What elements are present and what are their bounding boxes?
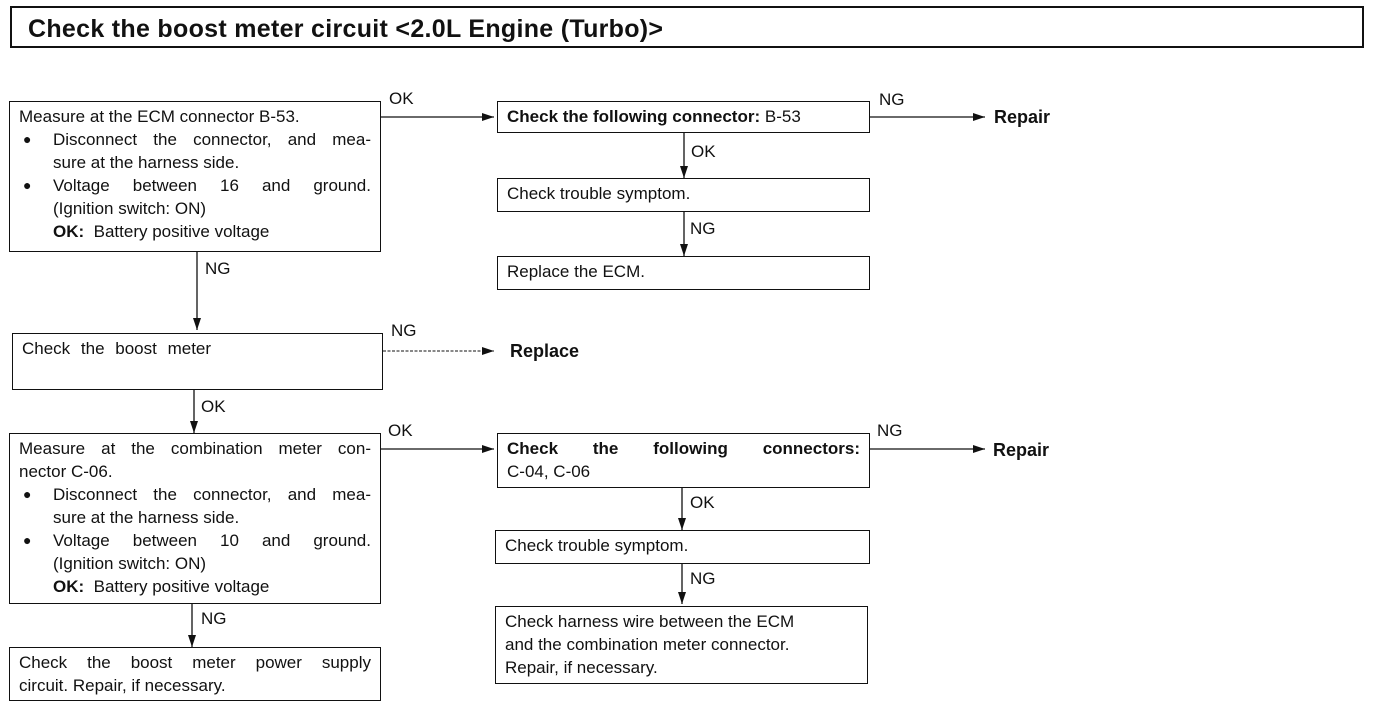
label-ok-connectors2: OK [690,493,715,512]
label-ng-box1: NG [205,259,231,278]
bullet-text: (Ignition switch: ON) [53,199,207,218]
connector-ids: C-04, C-06 [507,462,591,481]
step-text: Check the boost meter [22,339,212,358]
bullet-voltage: Voltage between 16 and ground. [19,174,371,197]
step-text-bold: Check the following connectors: [507,439,860,458]
step-text: Measure at the combination meter con- [19,439,371,458]
label-ok-meter: OK [201,397,226,416]
bullet-voltage: Voltage between 10 and ground. [19,529,371,552]
step-text-bold: Check the following connector: [507,107,761,126]
ok-criteria-value: Battery positive voltage [93,222,270,241]
step-check-boost-meter: Check the boost meter [12,333,383,390]
label-ng-box2: NG [201,609,227,628]
step-text: and the combination meter connector. [505,635,790,654]
label-ng-connector1: NG [879,90,905,109]
result-repair-2: Repair [993,440,1050,460]
step-text: Check the following connector: B-53 [507,105,860,128]
step-check-harness-wire: Check harness wire between the ECM and t… [495,606,868,684]
ok-criteria-value: Battery positive voltage [93,577,270,596]
result-replace: Replace [510,341,580,361]
connector-id: B-53 [764,107,801,126]
step-check-power-supply-circuit: Check the boost meter power supply circu… [9,647,381,701]
label-ng-connectors2: NG [877,421,903,440]
step-measure-ecm-connector: Measure at the ECM connector B-53. Disco… [9,101,381,252]
bullet-text: sure at the harness side. [53,508,240,527]
label-ng-meter: NG [391,321,417,340]
ok-criteria: OK: Battery positive voltage [19,575,371,598]
label-ok-connector1: OK [691,142,716,161]
step-text: Measure at the ECM connector B-53. [19,107,300,126]
step-text: Check the boost meter power supply [19,653,371,672]
step-text: nector C-06. [19,462,113,481]
label-ok-box1: OK [389,89,414,108]
label-ng-symptom1: NG [690,219,716,238]
ok-criteria-label: OK: [53,222,85,241]
ok-criteria-label: OK: [53,577,85,596]
step-text: Check harness wire between the ECM [505,612,795,631]
step-text: Replace the ECM. [507,262,645,281]
step-check-trouble-symptom-2: Check trouble symptom. [495,530,870,564]
step-check-connectors-c04-c06: Check the following connectors: C-04, C-… [497,433,870,488]
title-frame: Check the boost meter circuit <2.0L Engi… [10,6,1364,48]
step-measure-combination-meter-connector: Measure at the combination meter con- ne… [9,433,381,604]
ok-criteria: OK: Battery positive voltage [19,220,371,243]
step-check-connector-b53: Check the following connector: B-53 [497,101,870,133]
step-text: Repair, if necessary. [505,658,658,677]
bullet-text: sure at the harness side. [53,153,240,172]
bullet-text: (Ignition switch: ON) [53,554,207,573]
label-ng-symptom2: NG [690,569,716,588]
step-text: Check trouble symptom. [505,536,689,555]
page-title: Check the boost meter circuit <2.0L Engi… [28,15,664,43]
step-check-trouble-symptom-1: Check trouble symptom. [497,178,870,212]
label-ok-box2: OK [388,421,413,440]
bullet-disconnect: Disconnect the connector, and mea- [19,128,371,151]
bullet-disconnect: Disconnect the connector, and mea- [19,483,371,506]
step-text: circuit. Repair, if necessary. [19,676,226,695]
result-repair-1: Repair [994,107,1051,127]
step-replace-ecm: Replace the ECM. [497,256,870,290]
step-text: Check trouble symptom. [507,184,691,203]
